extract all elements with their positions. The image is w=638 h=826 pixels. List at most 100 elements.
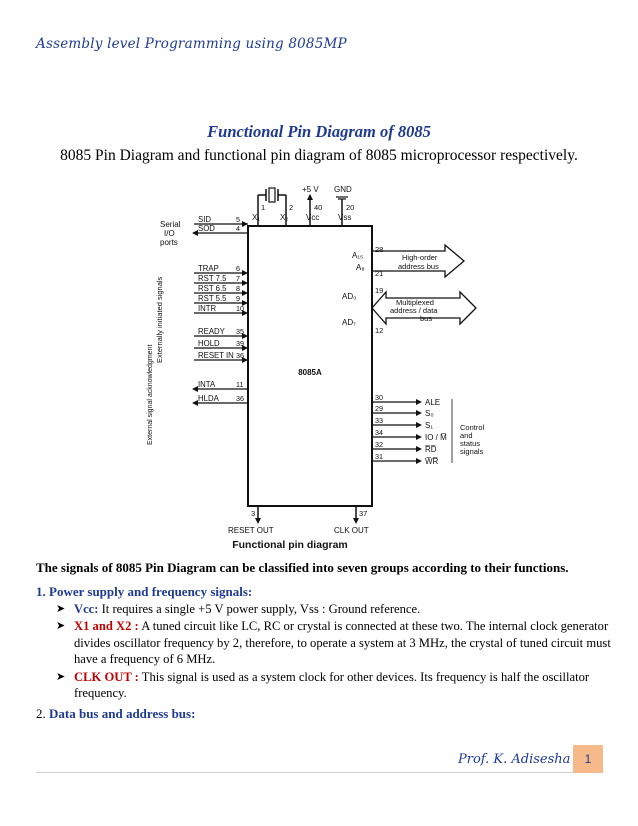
io-label: I/O	[164, 229, 175, 238]
mux-bus-label-2: address / data	[390, 306, 438, 315]
pin-number: 32	[375, 440, 383, 449]
serial-label: Serial	[160, 220, 181, 229]
pin-num-37: 37	[359, 509, 367, 518]
left-pin-rst-6-5: RST 6.5 8	[194, 284, 248, 296]
section-1-number: 1.	[36, 584, 46, 599]
pin-name: RESET IN	[198, 351, 234, 360]
pin-num-19: 19	[375, 286, 383, 295]
arrow-bullet-icon: ➤	[56, 670, 66, 683]
high-bus-label-2: address bus	[398, 262, 439, 271]
pin-number: 7	[236, 274, 240, 283]
pin-vss: Vss	[338, 213, 351, 222]
arrow-bullet-icon: ➤	[56, 620, 66, 633]
pin-number: 8	[236, 284, 240, 293]
plus5v-label: +5 V	[302, 185, 319, 194]
pin-ad7: AD₇	[342, 318, 356, 327]
pin-a8: A₈	[356, 263, 365, 272]
pin-ad0: AD₀	[342, 292, 356, 301]
arrow-bullet-icon: ➤	[56, 603, 66, 615]
item-key: X1 and X2 :	[74, 619, 139, 634]
pin-number: 33	[375, 416, 383, 425]
diagram-caption: Functional pin diagram	[232, 539, 348, 551]
left-pin-ready: READY 35	[194, 327, 248, 339]
left-pin-rst-5-5: RST 5.5 9	[194, 294, 248, 306]
pin-num-21: 21	[375, 269, 383, 278]
ports-label: ports	[160, 238, 178, 247]
pin-name: READY	[198, 327, 226, 336]
item-text: A tuned circuit like LC, RC or crystal i…	[74, 619, 611, 667]
section-1-list: ➤ Vcc: It requires a single +5 V power s…	[56, 601, 616, 702]
left-pin-inta: INTA 11	[192, 380, 248, 392]
reset-out-label: RESET OUT	[228, 526, 274, 535]
pin-number: 39	[236, 339, 244, 348]
pin-name: INTR	[198, 304, 217, 313]
pin-number: 31	[375, 452, 383, 461]
pin-num-40: 40	[314, 203, 322, 212]
item-key: Vcc:	[74, 602, 99, 616]
mux-bus-label-3: bus	[420, 314, 432, 323]
item-key: CLK OUT :	[74, 669, 139, 684]
high-order-bus-arrow	[371, 243, 466, 279]
pin-number: 4	[236, 224, 240, 233]
page-number: 1	[573, 745, 603, 773]
pin-number: 5	[236, 215, 240, 224]
pin-name: HLDA	[198, 394, 220, 403]
section-1-title: Power supply and frequency signals:	[49, 584, 253, 599]
pin-number: 11	[236, 380, 243, 389]
pin-num-2: 2	[289, 203, 293, 212]
pin-name: INTA	[198, 380, 216, 389]
pin-name: RST 7.5	[198, 274, 227, 283]
page-title: Functional Pin Diagram of 8085	[207, 122, 431, 141]
pin-name: RST 5.5	[198, 294, 227, 303]
pin-x2: X₂	[280, 213, 288, 222]
footer-author: Prof. K. Adisesha	[458, 752, 571, 767]
right-pin-4: 32R̅D̅	[372, 440, 437, 454]
pin-num-28: 28	[375, 245, 383, 254]
clk-out-label: CLK OUT	[334, 526, 369, 535]
section-2-number: 2.	[36, 706, 46, 721]
item-text: It requires a single +5 V power supply, …	[98, 602, 421, 616]
pin-number: 9	[236, 294, 240, 303]
list-item: ➤ Vcc: It requires a single +5 V power s…	[56, 601, 616, 617]
control-label-3: status	[460, 439, 480, 448]
pin-number: 34	[375, 428, 383, 437]
multiplexed-bus-arrow	[371, 290, 477, 326]
pin-number: 36	[236, 394, 244, 403]
externally-initiated-label: Externally initiated signals	[155, 276, 164, 363]
pin-num-3: 3	[251, 509, 255, 518]
intro-text: 8085 Pin Diagram and functional pin diag…	[60, 147, 578, 164]
pin-name: R̅D̅	[425, 445, 437, 454]
list-item: ➤ CLK OUT : This signal is used as a sys…	[56, 669, 616, 702]
left-pin-rst-7-5: RST 7.5 7	[194, 274, 248, 286]
pin-num-1: 1	[261, 203, 265, 212]
pin-vcc: Vcc	[306, 213, 319, 222]
pin-number: 35	[236, 327, 244, 336]
control-label-1: Control	[460, 423, 485, 432]
external-ack-label: External signal acknowledgment	[147, 345, 154, 445]
left-pin-sod: SOD 4	[192, 224, 248, 236]
pin-name: SOD	[198, 224, 215, 233]
pin-x1: X₁	[252, 213, 260, 222]
gnd-label: GND	[334, 185, 352, 194]
item-text: This signal is used as a system clock fo…	[74, 669, 590, 701]
control-label-2: and	[460, 431, 473, 440]
left-pin-intr: INTR 10	[194, 304, 248, 316]
pin-name: RST 6.5	[198, 284, 227, 293]
chip-label: 8085A	[298, 368, 322, 377]
crystal-symbol	[257, 187, 287, 226]
section-2-title: Data bus and address bus:	[49, 706, 196, 721]
control-label-4: signals	[460, 447, 484, 456]
pin-number: 29	[375, 404, 383, 413]
pin-number: 10	[236, 304, 244, 313]
pin-num-12: 12	[375, 326, 383, 335]
